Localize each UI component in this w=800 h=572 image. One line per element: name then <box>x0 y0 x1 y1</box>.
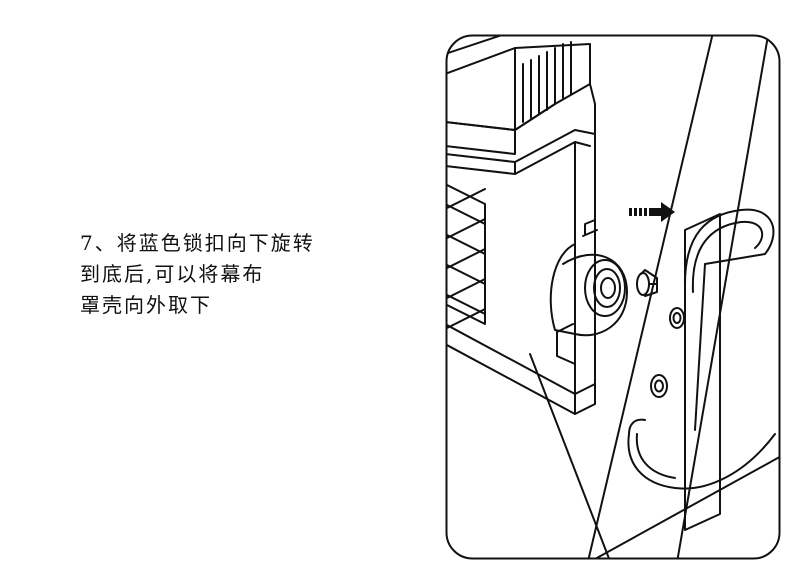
arrow-right-icon <box>629 202 675 222</box>
instruction-text: 7、将蓝色锁扣向下旋转 到底后,可以将幕布 罩壳向外取下 <box>80 228 400 321</box>
wall-panel <box>529 35 780 559</box>
instruction-line-2: 到底后,可以将幕布 <box>80 262 265 286</box>
lock-knob-icon <box>636 269 658 297</box>
mounting-plate <box>627 208 776 531</box>
instruction-line-3: 罩壳向外取下 <box>80 293 212 317</box>
blue-lock-latch <box>549 219 628 337</box>
housing-mesh <box>446 183 486 330</box>
illustration-svg <box>445 34 781 560</box>
bracket-arm <box>446 83 596 415</box>
illustration-panel <box>445 34 781 560</box>
illustration-border <box>445 34 781 560</box>
housing-top <box>446 35 591 155</box>
instruction-line-1: 7、将蓝色锁扣向下旋转 <box>80 231 315 255</box>
